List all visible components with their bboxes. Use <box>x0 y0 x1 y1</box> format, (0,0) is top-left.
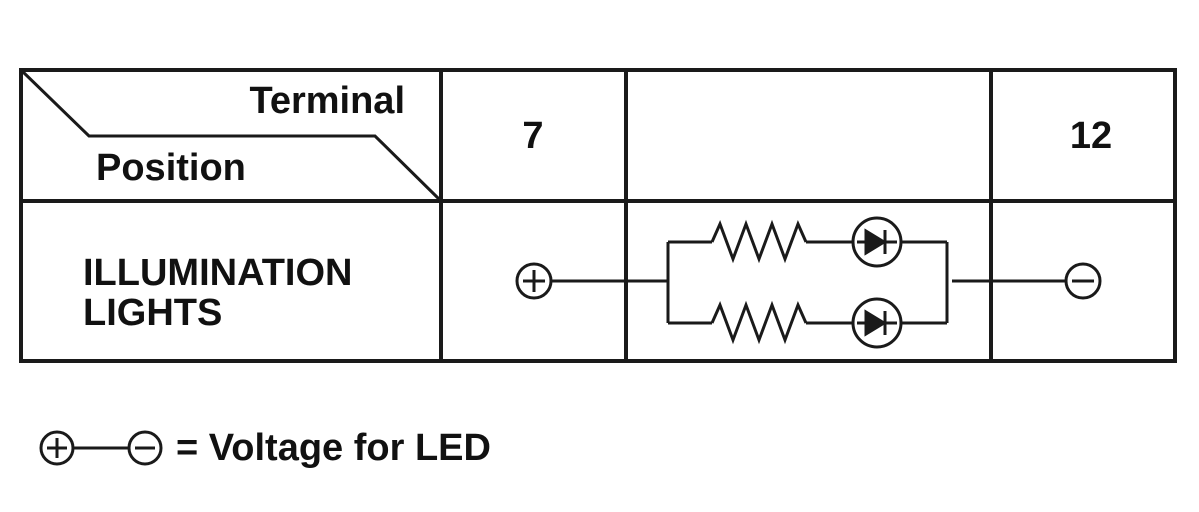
table-border <box>19 68 1177 363</box>
legend-text: = Voltage for LED <box>176 426 491 469</box>
row-label-line1: ILLUMINATION <box>83 252 352 294</box>
led-icon <box>851 297 903 349</box>
terminal-number-12: 12 <box>1070 115 1112 157</box>
minus-terminal-icon <box>1064 262 1102 300</box>
terminal-number-7: 7 <box>522 115 543 157</box>
circuit <box>515 216 1102 349</box>
legend-symbol <box>39 430 163 466</box>
row-label-line2: LIGHTS <box>83 292 222 334</box>
led-icon <box>851 216 903 268</box>
corner-diagonal <box>19 68 443 203</box>
plus-terminal-icon <box>39 430 75 466</box>
corner-label-terminal: Terminal <box>249 80 405 122</box>
plus-terminal-icon <box>515 262 553 300</box>
corner-label-position: Position <box>96 147 246 189</box>
resistor-icon <box>710 300 808 345</box>
branch-top <box>668 216 947 268</box>
table-grid <box>19 68 1177 363</box>
resistor-icon <box>710 219 808 264</box>
legend: = Voltage for LED <box>38 420 491 476</box>
minus-terminal-icon <box>127 430 163 466</box>
branch-bottom <box>668 297 947 349</box>
